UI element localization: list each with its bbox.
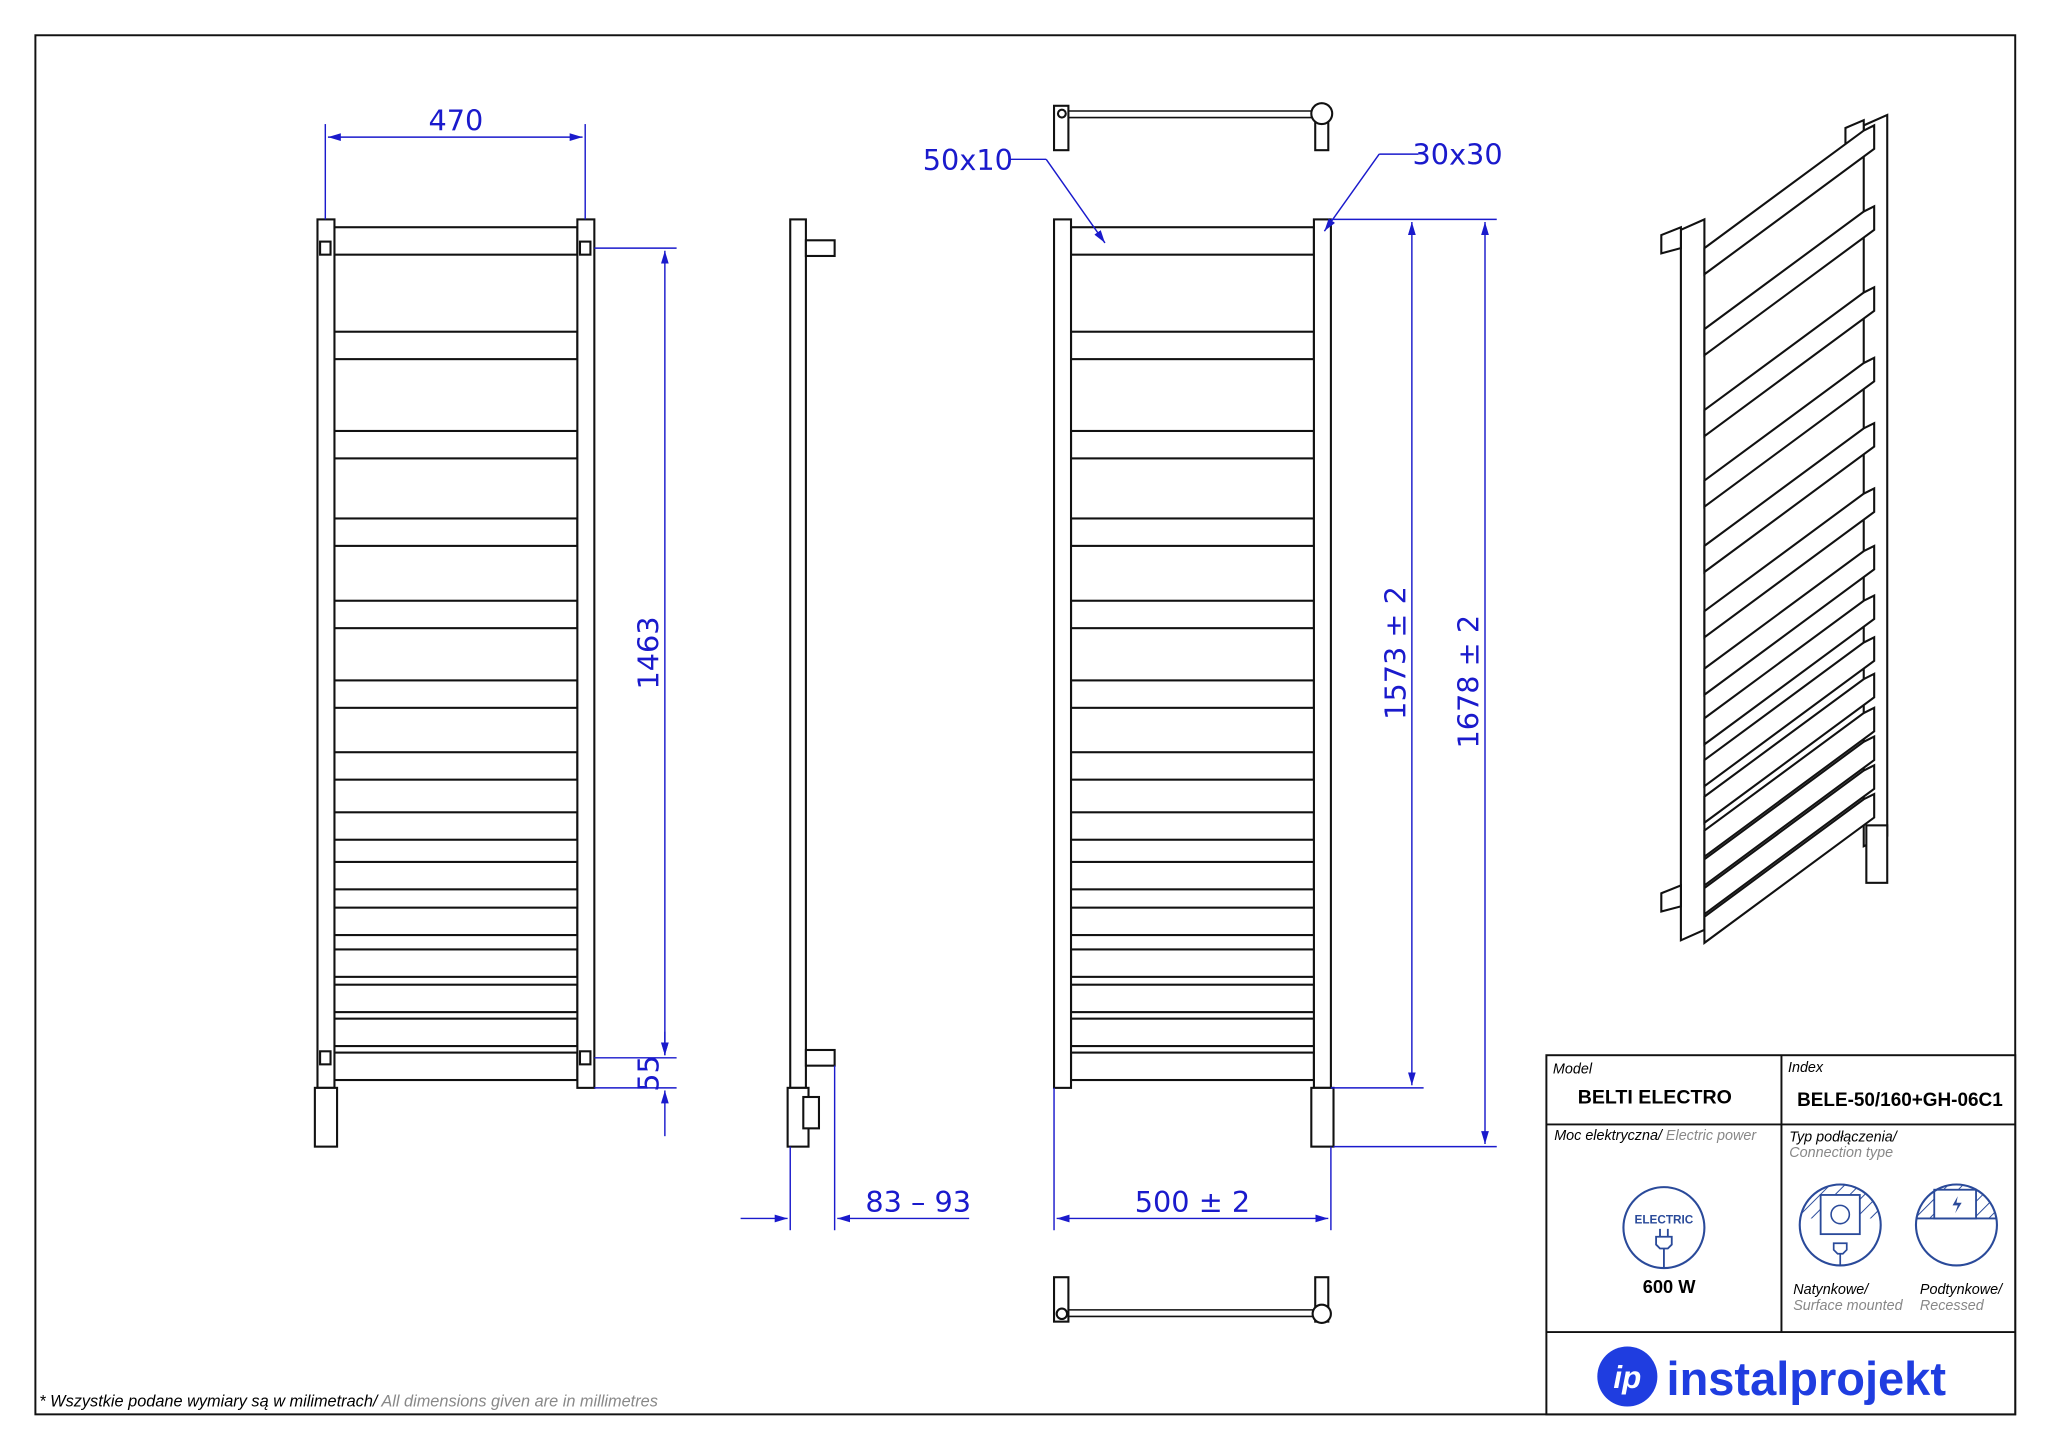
dim-label-depth: 83 – 93 [865, 1185, 971, 1219]
rail-bar [333, 751, 579, 781]
model-label: Model [1553, 1061, 1593, 1077]
top-view [1052, 102, 1334, 152]
rear-view [1052, 218, 1335, 1148]
dimension-1463: 1463 55 [594, 247, 677, 1137]
rail-bar [1069, 599, 1315, 630]
instalprojekt-logo: ip instalprojekt [1597, 1346, 1947, 1407]
dim-label-500: 500 ± 2 [1135, 1185, 1250, 1219]
rail-bar [1069, 906, 1315, 937]
rail-bar [1703, 544, 1876, 697]
rail-bar [1703, 763, 1876, 917]
connection-label-en: Connection type [1789, 1145, 1893, 1161]
svg-text:ip: ip [1613, 1360, 1641, 1395]
rail-bar [1069, 226, 1315, 256]
dim-label-470: 470 [428, 104, 483, 138]
rail-bar [1069, 429, 1315, 460]
surface-label-en: Surface mounted [1793, 1298, 1903, 1314]
dim-label-30x30: 30x30 [1413, 138, 1503, 172]
rail-bar [1703, 593, 1876, 747]
rail-bar [1069, 948, 1315, 978]
rail-bar [1703, 635, 1876, 789]
isometric-view [1660, 113, 1889, 945]
rail-bar [333, 948, 579, 978]
dimension-500: 500 ± 2 [1053, 1087, 1332, 1231]
rail-bar [333, 517, 579, 547]
rail-bar [333, 330, 579, 361]
svg-text:ELECTRIC: ELECTRIC [1635, 1214, 1694, 1227]
rail-bar [1069, 811, 1315, 841]
rail-bar [333, 811, 579, 841]
rail-bar [1069, 983, 1315, 1014]
rail-bar [1069, 1017, 1315, 1048]
rail-bar [1703, 123, 1876, 277]
bottom-view [1052, 1276, 1332, 1324]
rail-bar [333, 1051, 579, 1082]
rail-bar [333, 599, 579, 630]
title-block: Model BELTI ELECTRO Index BELE-50/160+GH… [1545, 1054, 2017, 1416]
dimension-profiles: 50x10 30x30 [923, 138, 1503, 244]
rail-bar [333, 429, 579, 460]
rail-bar [333, 983, 579, 1014]
rail-bar [333, 906, 579, 937]
connection-label-pl: Typ podłączenia/ [1789, 1129, 1899, 1145]
svg-text:instalprojekt: instalprojekt [1667, 1352, 1947, 1405]
rail-bar [1069, 679, 1315, 709]
index-value: BELE-50/160+GH-06C1 [1797, 1090, 2003, 1111]
rail-bar [1703, 734, 1876, 888]
side-view: 83 – 93 [740, 218, 971, 1231]
recessed-label-en: Recessed [1920, 1298, 1985, 1314]
dim-label-1573: 1573 ± 2 [1378, 586, 1412, 720]
rail-bar [333, 1017, 579, 1048]
rail-bar [1703, 706, 1876, 859]
rail-bar [1703, 486, 1876, 640]
rail-bar [333, 860, 579, 891]
dimension-heights: 1573 ± 2 1678 ± 2 [1330, 218, 1497, 1148]
surface-label-pl: Natynkowe/ [1793, 1282, 1870, 1298]
dim-label-1463: 1463 [631, 616, 665, 689]
dim-label-50x10: 50x10 [923, 143, 1013, 177]
rail-bar [1069, 1051, 1315, 1082]
rail-bar [1069, 330, 1315, 361]
footer-note: * Wszystkie podane wymiary są w milimetr… [39, 1393, 658, 1411]
rail-bar [1069, 751, 1315, 781]
dim-label-1678: 1678 ± 2 [1451, 615, 1485, 749]
front-view [313, 218, 596, 1148]
rail-bar [333, 226, 579, 256]
recessed-label-pl: Podtynkowe/ [1920, 1282, 2004, 1298]
power-value: 600 W [1643, 1276, 1697, 1297]
power-label: Moc elektryczna/ Electric power [1554, 1128, 1757, 1144]
rail-bar [333, 679, 579, 709]
sheet-border [34, 34, 2017, 1416]
rail-bar [1703, 356, 1876, 509]
index-label: Index [1788, 1060, 1824, 1076]
dimension-470: 470 [324, 104, 586, 220]
dim-label-55: 55 [631, 1055, 665, 1092]
rail-bar [1703, 792, 1876, 945]
model-value: BELTI ELECTRO [1578, 1087, 1732, 1109]
rail-bar [1703, 672, 1876, 825]
rail-bar [1069, 517, 1315, 547]
rail-bar [1703, 421, 1876, 575]
electric-plug-icon: ELECTRIC [1622, 1186, 1706, 1270]
rail-bar [1703, 204, 1876, 358]
rail-bar [1703, 285, 1876, 439]
rail-bar [1069, 860, 1315, 891]
